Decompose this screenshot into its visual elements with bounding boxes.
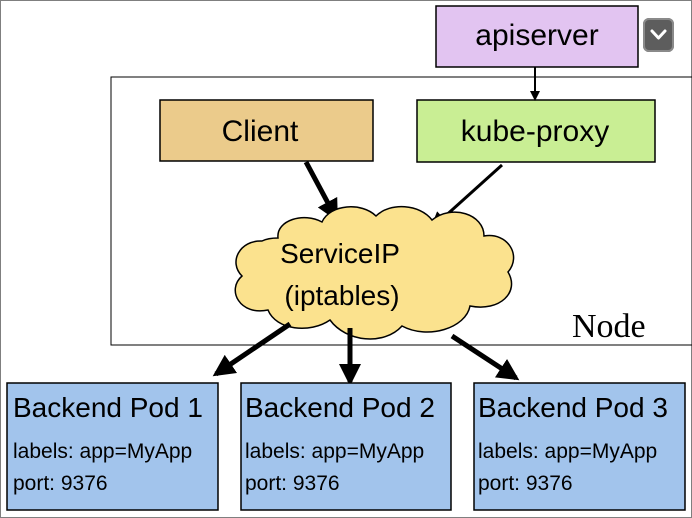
node-label: Node (572, 308, 646, 345)
pod-box (6, 382, 219, 511)
pod-box (473, 382, 686, 511)
chevron-down-icon (650, 29, 667, 40)
kube-proxy-box (416, 99, 656, 163)
backend-pod-2: Backend Pod 2 labels: app=MyApp port: 93… (240, 382, 452, 511)
backend-pod-3: Backend Pod 3 labels: app=MyApp port: 93… (473, 382, 686, 511)
client-box (159, 99, 374, 162)
pod-box (240, 382, 452, 511)
backend-pod-1: Backend Pod 1 labels: app=MyApp port: 93… (6, 382, 219, 511)
arrow-service-to-pod-3 (450, 333, 520, 381)
service-cloud (234, 205, 515, 340)
pod-port: port: 9376 (13, 472, 108, 495)
client-label: Client (222, 115, 299, 148)
arrow-service-to-pod-1 (212, 321, 292, 377)
pod-port: port: 9376 (245, 472, 340, 495)
pod-title: Backend Pod 1 (13, 392, 203, 423)
kube-proxy-label: kube-proxy (461, 115, 609, 148)
apiserver-label: apiserver (475, 19, 598, 52)
apiserver-box (435, 5, 639, 68)
dropdown-button[interactable] (643, 18, 674, 52)
arrow-client-to-service (303, 160, 339, 222)
service-label-line1: ServiceIP (280, 238, 400, 269)
service-label-line2: (iptables) (284, 280, 399, 311)
pod-port: port: 9376 (478, 472, 573, 495)
pod-title: Backend Pod 3 (478, 392, 668, 423)
pod-title: Backend Pod 2 (245, 392, 435, 423)
pod-labels: labels: app=MyApp (13, 440, 192, 463)
pod-labels: labels: app=MyApp (245, 440, 424, 463)
pod-labels: labels: app=MyApp (478, 440, 657, 463)
